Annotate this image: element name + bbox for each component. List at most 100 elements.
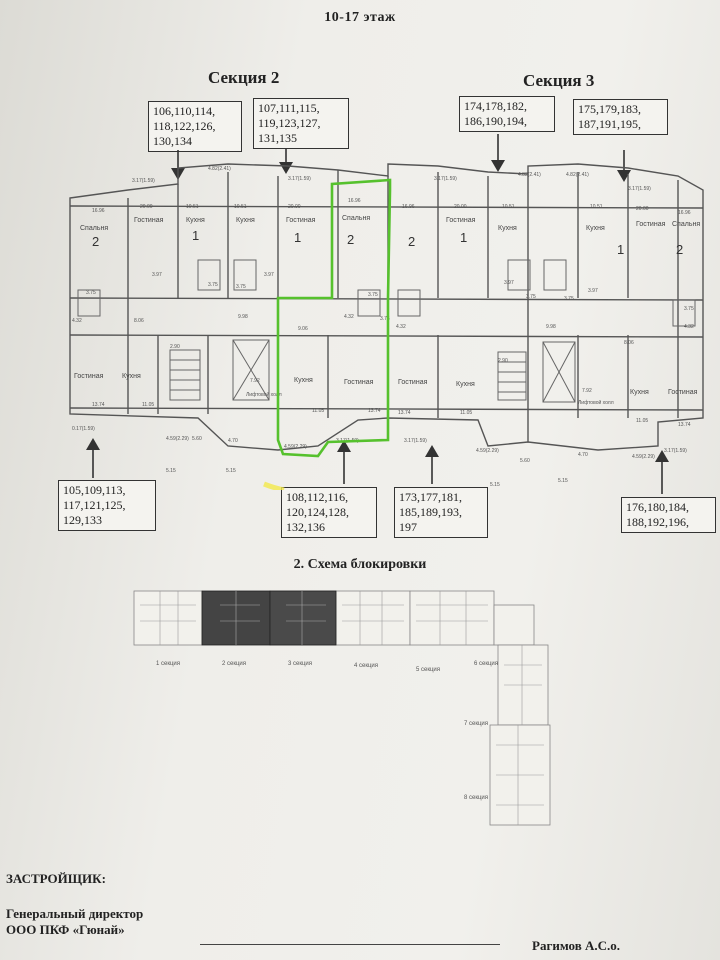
area-label: 4.59(2.29): [284, 444, 307, 450]
area-label: 3.97: [588, 288, 598, 294]
room-label: Гостиная: [134, 217, 164, 224]
area-label: 5.15: [166, 468, 176, 474]
apartment-group-box: 176,180,184, 188,192,196,: [621, 497, 716, 533]
area-label: 4.82(2.41): [518, 172, 541, 178]
area-label: 13.74: [678, 422, 691, 428]
area-label: 20.00: [288, 204, 301, 210]
blocking-scheme: 1 секция 2 секция 3 секция 4 секция 5 се…: [133, 590, 551, 826]
apartment-group-box: 173,177,181, 185,189,193, 197: [394, 487, 488, 538]
room-label: Кухня: [456, 381, 475, 388]
signatory-name: Рагимов А.С.о.: [532, 938, 620, 953]
area-label: 10.51: [502, 204, 515, 210]
room-label: Кухня: [630, 389, 649, 396]
unit-count: 2: [408, 234, 415, 249]
area-label: 5.60: [520, 458, 530, 464]
area-label: 5.15: [558, 478, 568, 484]
scheme-title: 2. Схема блокировки: [293, 557, 427, 572]
room-label: Кухня: [498, 225, 517, 232]
area-label: 3.17(1.59): [404, 438, 427, 444]
area-label: 16.96: [348, 198, 361, 204]
room-label: Кухня: [586, 225, 605, 232]
area-label: 3.97: [264, 272, 274, 278]
area-label: 13.74: [92, 402, 105, 408]
area-label: 4.70: [228, 438, 238, 444]
area-label: 3.75: [236, 284, 246, 290]
area-label: 7.92: [582, 388, 592, 394]
area-label: 2.90: [498, 358, 508, 364]
area-label: 11.05: [636, 418, 648, 424]
floor-plan: 2 1 1 2 2 1 1 2 Спальня Гостиная Кухня К…: [69, 163, 704, 490]
room-label: Спальня: [342, 215, 370, 222]
area-label: 3.75: [368, 292, 378, 298]
area-label: 10.51: [590, 204, 603, 210]
developer-label: ЗАСТРОЙЩИК:: [6, 871, 106, 886]
area-label: 3.97: [152, 272, 162, 278]
unit-count: 2: [347, 232, 354, 247]
unit-count: 1: [294, 230, 301, 245]
area-label: 10.51: [186, 204, 199, 210]
area-label: 8.06: [624, 340, 634, 346]
area-label: 4.82(2.41): [208, 166, 231, 172]
unit-count: 1: [192, 228, 199, 243]
area-label: 20.00: [140, 204, 153, 210]
room-label: Гостиная: [286, 217, 316, 224]
area-label: 5.15: [490, 482, 500, 488]
scheme-section-label: 1 секция: [156, 661, 180, 667]
area-label: 11.05: [460, 410, 472, 416]
area-label: 3.17(1.59): [434, 176, 457, 182]
area-label: 11.05: [142, 402, 154, 408]
area-label: 7.92: [250, 378, 260, 384]
apartment-group-box: 174,178,182, 186,190,194,: [459, 96, 555, 132]
apartment-group-box: 108,112,116, 120,124,128, 132,136: [281, 487, 377, 538]
area-label: 3.17(1.59): [628, 186, 651, 192]
room-label: Гостиная: [398, 379, 428, 386]
room-label: Гостиная: [344, 379, 374, 386]
area-label: 4.32: [344, 314, 354, 320]
area-label: 11.05: [312, 408, 324, 414]
scheme-section-label: 3 секция: [288, 661, 312, 667]
area-label: 3.17(1.59): [288, 176, 311, 182]
area-label: 9.98: [238, 314, 248, 320]
area-label: 3.75: [564, 296, 574, 302]
area-label: 3.17(1.59): [664, 448, 687, 454]
area-label: 5.15: [226, 468, 236, 474]
room-label: Лифтовой холл: [246, 391, 282, 398]
area-label: 10.51: [234, 204, 247, 210]
area-label: 4.32: [396, 324, 406, 330]
area-label: 3.97: [504, 280, 514, 286]
unit-count: 2: [676, 242, 683, 257]
area-label: 16.96: [92, 208, 105, 214]
scheme-section-label: 8 секция: [464, 795, 488, 801]
section-3-title: Секция 3: [523, 71, 595, 90]
area-label: 20.00: [454, 204, 467, 210]
scheme-section-label: 7 секция: [464, 721, 488, 727]
area-label: 16.96: [678, 210, 691, 216]
area-label: 4.32: [684, 324, 694, 330]
area-label: 4.59(2.29): [476, 448, 499, 454]
area-label: 13.74: [368, 408, 381, 414]
room-label: Гостиная: [636, 221, 666, 228]
scheme-section-label: 5 секция: [416, 667, 440, 673]
area-label: 3.75: [86, 290, 96, 296]
area-label: 3.75: [380, 316, 390, 322]
area-label: 20.00: [636, 206, 649, 212]
signature-line: [200, 944, 500, 945]
unit-count: 1: [617, 242, 624, 257]
room-label: Кухня: [236, 217, 255, 224]
room-label: Спальня: [80, 225, 108, 232]
unit-count: 2: [92, 234, 99, 249]
room-label: Гостиная: [668, 389, 698, 396]
section-2-title: Секция 2: [208, 68, 280, 87]
area-label: 0.17(1.59): [72, 426, 95, 432]
floor-title: 10-17 этаж: [324, 10, 396, 25]
area-label: 4.59(2.29): [166, 436, 189, 442]
area-label: 9.06: [298, 326, 308, 332]
area-label: 5.60: [192, 436, 202, 442]
area-label: 3.75: [526, 294, 536, 300]
room-label: Гостиная: [74, 373, 104, 380]
area-label: 9.98: [546, 324, 556, 330]
area-label: 3.75: [208, 282, 218, 288]
area-label: 3.75: [684, 306, 694, 312]
apartment-group-box: 107,111,115, 119,123,127, 131,135: [253, 98, 349, 149]
